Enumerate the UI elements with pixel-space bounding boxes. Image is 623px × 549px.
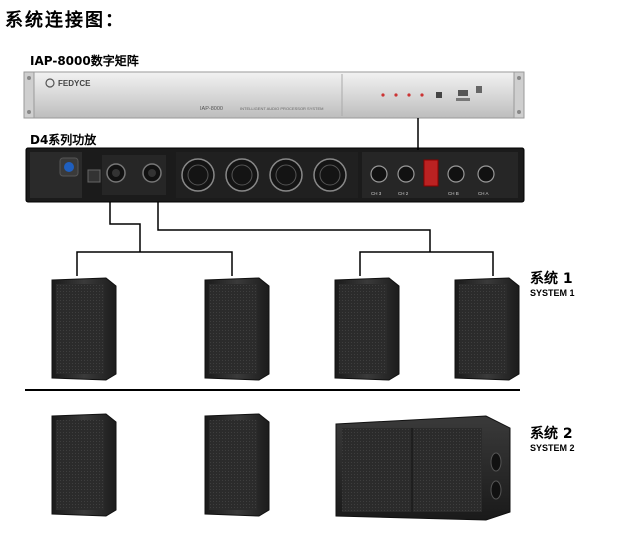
speakon-outputs xyxy=(102,155,166,195)
channel-label-3: CH B xyxy=(448,191,459,196)
system-2-label-cn: 系统 2 xyxy=(530,426,573,442)
processor-label: IAP-8000数字矩阵 xyxy=(30,54,139,68)
channel-label-4: CH A xyxy=(478,191,489,196)
system-2-label-en: SYSTEM 2 xyxy=(530,443,575,453)
cooling-fans xyxy=(176,152,358,198)
system-1-label-cn: 系统 1 xyxy=(530,271,573,287)
speaker-cabinet xyxy=(334,277,400,381)
brand-logo-icon xyxy=(45,78,55,88)
processor-brand: FEDYCE xyxy=(58,79,91,88)
power-icon xyxy=(476,86,482,93)
system-1-label-en: SYSTEM 1 xyxy=(530,288,575,298)
diagram-title: 系统连接图： xyxy=(5,10,125,31)
cable-lines xyxy=(76,118,494,276)
power-inlet-icon xyxy=(64,162,74,172)
subwoofer-cabinet xyxy=(335,415,511,521)
processor-subtitle: INTELLIGENT AUDIO PROCESSOR SYSTEM xyxy=(240,106,324,111)
system-1-speakers xyxy=(51,277,520,381)
speaker-cabinet xyxy=(204,277,270,381)
amplifier-label: D4系列功放 xyxy=(30,133,97,147)
processor-led-row xyxy=(381,90,470,101)
system-2-speakers xyxy=(51,413,511,521)
processor-model: IAP-8000 xyxy=(200,106,223,112)
processor-unit: FEDYCE IAP-8000 INTELLIGENT AUDIO PROCES… xyxy=(23,71,525,119)
channel-label-2: CH 2 xyxy=(398,191,409,196)
speaker-cabinet xyxy=(204,413,270,517)
speaker-cabinet xyxy=(454,277,520,381)
amplifier-unit: CH 3 CH 2 CH B CH A xyxy=(25,147,525,203)
channel-label-1: CH 3 xyxy=(371,191,382,196)
speaker-cabinet xyxy=(51,413,117,517)
xlr-inputs xyxy=(362,152,518,198)
speaker-cabinet xyxy=(51,277,117,381)
